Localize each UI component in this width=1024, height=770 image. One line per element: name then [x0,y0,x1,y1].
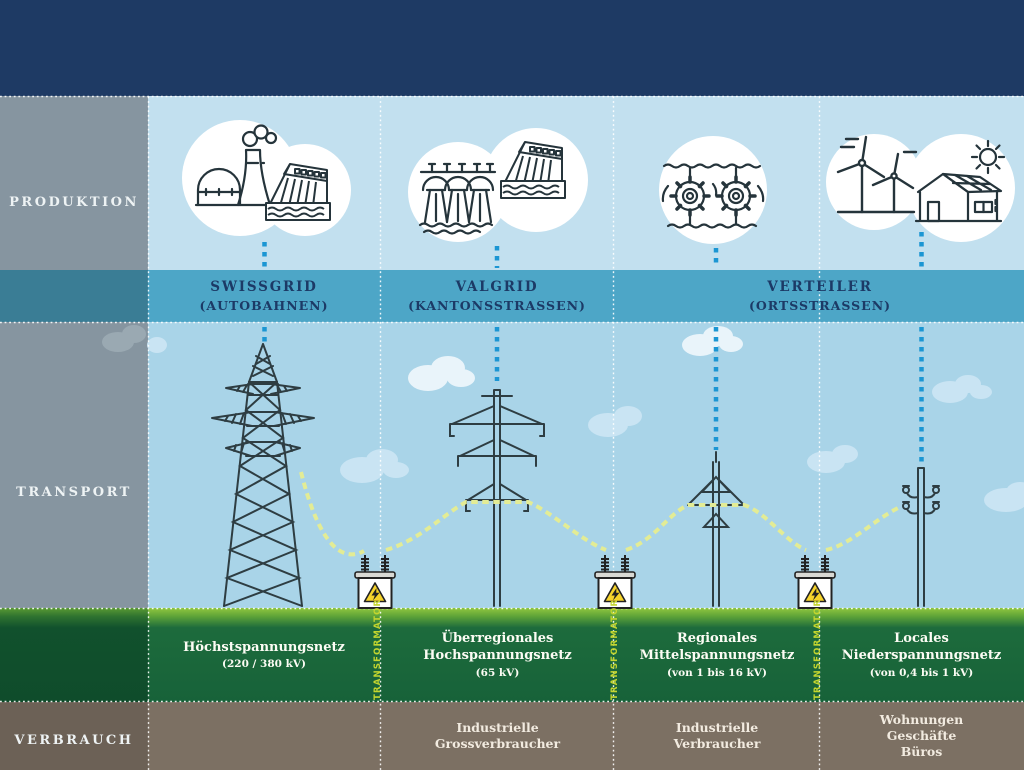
network-cell-niederspannung: Locales Niederspannungsnetz (von 0,4 bis… [821,612,1022,698]
sidebar-label-consumption: VERBRAUCH [14,733,134,748]
sidebar-cell-transport [0,322,148,608]
grid-operator-name: VALGRID [455,279,539,295]
network-cell-hoechstspannung: Höchstspannungsnetz (220 / 380 kV) [150,612,378,698]
network-voltage: (220 / 380 kV) [222,658,306,671]
sidebar-cell-network [0,608,148,702]
consumer-cell-verbraucher: Industrielle Verbraucher [617,702,817,770]
network-voltage: (65 kV) [475,666,520,679]
network-voltage: (von 1 bis 16 kV) [667,666,767,679]
consumer-line: Verbraucher [673,736,761,751]
sidebar-cell-grid [0,270,148,322]
grid-operator-name: VERTEILER [767,279,873,295]
sidebar-cell-consumer [0,702,148,770]
connector-dotted-line [262,232,924,462]
consumer-line: Wohnungen [879,712,964,727]
network-name: Überregionales [441,631,554,647]
cloud [408,326,743,391]
grid-operator-swissgrid: SWISSGRID (AUTOBAHNEN) [144,272,384,320]
high-voltage-pylon-icon [211,343,315,607]
production-circle [826,134,922,230]
network-name: Niederspannungsnetz [841,648,1002,663]
wind-turbine-icon [836,135,918,214]
dam-icon [265,163,331,221]
cloud [147,337,1024,512]
network-name: Höchstspannungsnetz [183,639,345,655]
transformer-label: TRANSFORMATOR [610,598,620,700]
network-band [0,608,1024,702]
consumer-line: Industrielle [675,720,759,735]
grid-operator-roads: (ORTSSTRASSEN) [748,298,892,313]
water-turbine-icon [661,163,765,229]
dam-icon [500,141,566,199]
network-cell-mittelspannung: Regionales Mittelspannungsnetz (von 1 bi… [617,612,817,698]
grid-operator-name: SWISSGRID [210,279,318,295]
regional-transmission-tower-icon [449,389,545,607]
consumer-line: Geschäfte [886,728,957,743]
grid-operator-band [0,270,1024,322]
cloud [102,325,146,352]
sun-icon [970,139,1006,175]
consumer-band [0,702,1024,770]
grid-operator-verteiler: VERTEILER (ORTSSTRASSEN) [700,272,940,320]
network-name: Mittelspannungsnetz [639,648,795,663]
transformer-label: TRANSFORMATOR [373,598,383,700]
sidebar-label-production: PRODUKTION [9,195,139,210]
power-cable [299,471,899,557]
nuclear-plant-icon [194,124,278,207]
network-cell-hochspannung: Überregionales Hochspannungsnetz (65 kV) [382,612,613,698]
grid-operator-valgrid: VALGRID (KANTONSSTRASSEN) [377,272,617,320]
header-band [0,0,1024,96]
transformer-label: TRANSFORMATOR [813,598,823,700]
solar-house-icon [914,172,1003,223]
sidebar-label-transport: TRANSPORT [16,485,132,500]
network-name: Regionales [676,631,758,647]
network-name: Hochspannungsnetz [423,648,572,663]
grid-operator-roads: (KANTONSSTRASSEN) [408,298,586,313]
grid-operator-roads: (AUTOBAHNEN) [199,298,329,313]
consumer-line: Grossverbraucher [434,736,561,751]
sidebar-cell-production [0,96,148,270]
medium-voltage-pole-icon [687,451,745,607]
low-voltage-pole-icon [902,467,940,607]
consumer-cell-grossverbraucher: Industrielle Grossverbraucher [382,702,613,770]
consumer-line: Büros [900,744,943,759]
network-name: Locales [894,631,949,647]
consumer-line: Industrielle [456,720,539,735]
transport-sky-band [0,322,1024,608]
grid-separator-lines [0,95,1024,770]
consumer-cell-wohnungen: Wohnungen Geschäfte Büros [821,702,1022,770]
network-voltage: (von 0,4 bis 1 kV) [869,666,974,679]
run-of-river-weir-icon [418,162,497,235]
